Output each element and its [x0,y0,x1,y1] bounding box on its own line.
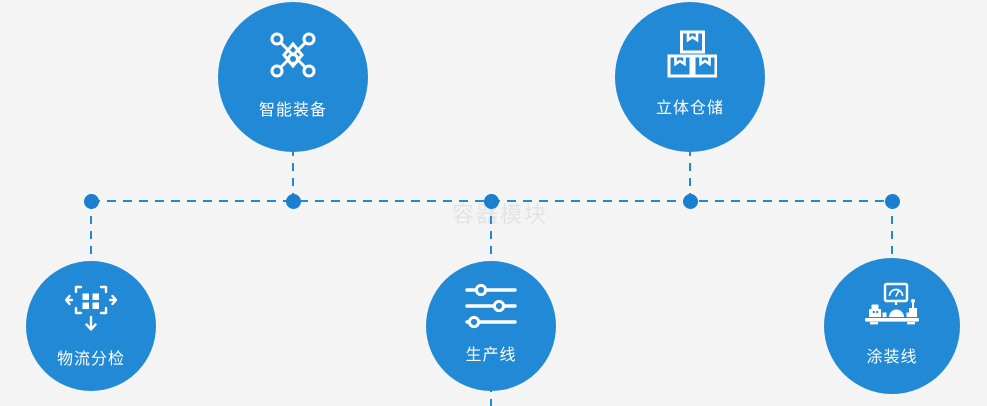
circle-stereoscopic-warehouse[interactable]: 立体仓储 [615,2,765,152]
circle-label-production-line: 生产线 [465,345,517,364]
circle-painting-line[interactable]: 涂装线 [824,258,960,394]
watermark-text: 容器模块 [451,203,548,228]
network-nodes-icon [266,28,320,82]
factory-machine-icon [863,282,921,330]
circle-label-painting-line: 涂装线 [866,347,918,366]
circle-smart-equipment[interactable]: 智能装备 [218,2,368,152]
junction-node-2[interactable] [285,193,301,209]
stacked-boxes-icon [663,28,717,80]
circle-logistics-sorting[interactable]: 物流分检 [26,261,156,391]
sliders-icon [464,283,518,329]
circle-production-line[interactable]: 生产线 [426,261,556,391]
junction-node-5[interactable] [884,193,900,209]
junction-node-1[interactable] [83,193,99,209]
junction-node-3[interactable] [483,193,499,209]
circle-label-logistics-sorting: 物流分检 [56,349,125,368]
sorting-arrows-icon [65,283,117,333]
circle-label-smart-equipment: 智能装备 [258,100,327,119]
circle-label-stereoscopic-warehouse: 立体仓储 [655,98,724,117]
junction-node-4[interactable] [682,193,698,209]
